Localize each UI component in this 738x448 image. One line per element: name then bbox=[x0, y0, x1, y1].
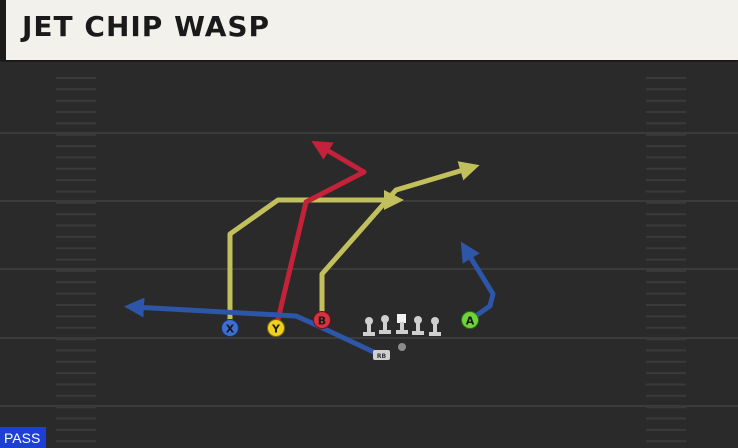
player-a[interactable]: A bbox=[461, 311, 479, 329]
player-rb-label: RB bbox=[377, 353, 387, 360]
yard-lines bbox=[0, 132, 738, 407]
play-type-tag: PASS bbox=[0, 427, 47, 448]
play-diagram: RB X Y B A bbox=[0, 62, 738, 448]
hash-marks bbox=[56, 77, 686, 443]
quarterback-marker bbox=[398, 343, 406, 351]
play-field: RB X Y B A bbox=[0, 62, 738, 448]
play-title: JET CHIP WASP bbox=[22, 10, 271, 43]
route-y bbox=[273, 140, 367, 331]
lineman-lt bbox=[363, 317, 375, 336]
routes bbox=[124, 140, 496, 357]
offensive-line bbox=[363, 314, 441, 336]
field-surface bbox=[0, 62, 738, 448]
play-title-bar: JET CHIP WASP bbox=[0, 0, 738, 60]
lineman-lg bbox=[379, 315, 391, 334]
player-rb[interactable]: RB bbox=[373, 350, 390, 360]
route-jet-motion bbox=[124, 297, 381, 357]
lineman-rg bbox=[412, 316, 424, 335]
player-x-label: X bbox=[226, 323, 235, 336]
route-x bbox=[227, 190, 404, 331]
lineman-c bbox=[396, 314, 408, 334]
player-a-label: A bbox=[466, 315, 475, 328]
player-y-label: Y bbox=[271, 323, 281, 336]
player-b-label: B bbox=[318, 315, 326, 328]
lineman-rt bbox=[429, 317, 441, 336]
player-y[interactable]: Y bbox=[267, 319, 285, 337]
player-b[interactable]: B bbox=[313, 311, 331, 329]
route-b bbox=[319, 161, 480, 323]
route-a bbox=[460, 241, 496, 323]
player-x[interactable]: X bbox=[221, 319, 239, 337]
